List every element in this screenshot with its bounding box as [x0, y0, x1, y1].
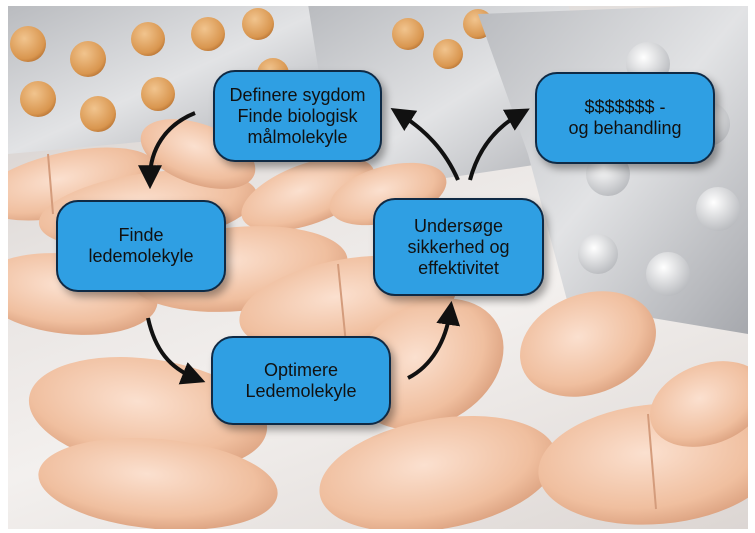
- investigate-line-3: effektivitet: [418, 257, 499, 278]
- optimize-line-2: Ledemolekyle: [245, 380, 357, 401]
- optimize-line-1: Optimere: [263, 359, 339, 380]
- money-line-2: og behandling: [568, 118, 682, 138]
- investigate-line-1: Undersøge: [413, 215, 504, 236]
- define-line-2: Finde biologisk: [237, 105, 358, 126]
- investigate-line-2: sikkerhed og: [407, 236, 510, 257]
- define-line-1: Definere sygdom: [229, 84, 366, 105]
- find-lead-molecule-node: Finde ledemolekyle: [56, 200, 226, 292]
- money-line-1: $$$$$$$ -: [584, 97, 666, 117]
- top-strip: [0, 0, 755, 6]
- find-lead-line-2: ledemolekyle: [88, 246, 194, 266]
- investigate-safety-node: Undersøge sikkerhed og effektivitet: [373, 198, 544, 296]
- define-disease-node: Definere sygdom Finde biologisk målmolek…: [213, 70, 382, 162]
- define-line-3: målmolekyle: [247, 126, 348, 147]
- find-lead-line-1: Finde: [118, 225, 164, 245]
- money-treatment-node: $$$$$$$ - og behandling: [535, 72, 715, 164]
- optimize-lead-molecule-node: Optimere Ledemolekyle: [211, 336, 391, 425]
